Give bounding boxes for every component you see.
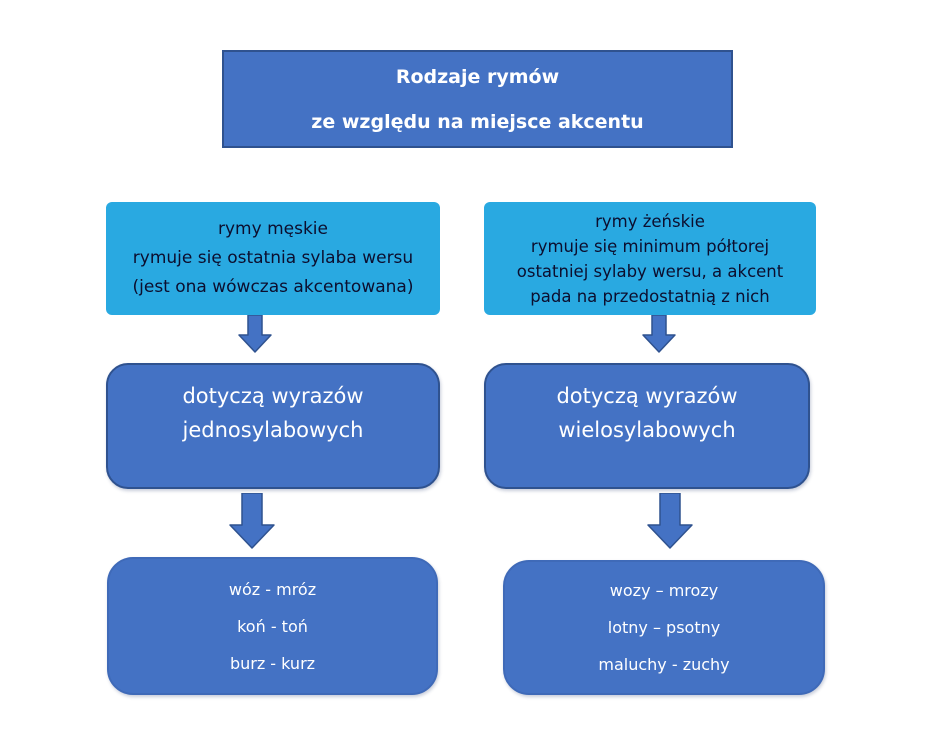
category-line: jednosylabowych [182,418,364,442]
definition-line: (jest ona wówczas akcentowana) [132,277,414,297]
definition-box-rymy-meskie: rymy męskie rymuje się ostatnia sylaba w… [106,202,440,315]
definition-line: pada na przedostatnią z nich [530,286,770,306]
down-arrow-icon [641,315,677,353]
diagram-title-line-1: Rodzaje rymów [395,65,560,88]
example-pair: burz - kurz [229,653,316,673]
category-line: wielosylabowych [558,418,736,442]
definition-line: rymy żeńskie [595,211,705,231]
example-pair: lotny – psotny [607,618,721,637]
examples-box-rymy-zenskie: wozy – mrozy lotny – psotny maluchy - zu… [503,560,825,695]
definition-line: rymuje się minimum półtorej [530,236,770,256]
category-line: dotyczą wyrazów [556,384,738,408]
examples-box-rymy-meskie: wóz - mróz koń - toń burz - kurz [107,557,438,695]
example-pair: maluchy - zuchy [598,655,730,674]
definition-line: rymy męskie [218,219,328,239]
definition-box-rymy-zenskie: rymy żeńskie rymuje się minimum półtorej… [484,202,816,315]
diagram-title-line-2: ze względu na miejsce akcentu [311,110,644,133]
down-arrow-icon [237,315,273,353]
down-arrow-icon [646,493,694,549]
example-pair: wozy – mrozy [609,581,719,600]
example-pair: wóz - mróz [228,579,317,599]
category-box-wielosylabowe: dotyczą wyrazów wielosylabowych [484,363,810,489]
category-line: dotyczą wyrazów [182,384,364,408]
diagram-title-box: Rodzaje rymów ze względu na miejsce akce… [222,50,733,148]
category-box-jednosylabowe: dotyczą wyrazów jednosylabowych [106,363,440,489]
definition-line: rymuje się ostatnia sylaba wersu [132,248,414,268]
definition-line: ostatniej sylaby wersu, a akcent [516,261,784,281]
down-arrow-icon [228,493,276,549]
example-pair: koń - toń [237,616,308,636]
